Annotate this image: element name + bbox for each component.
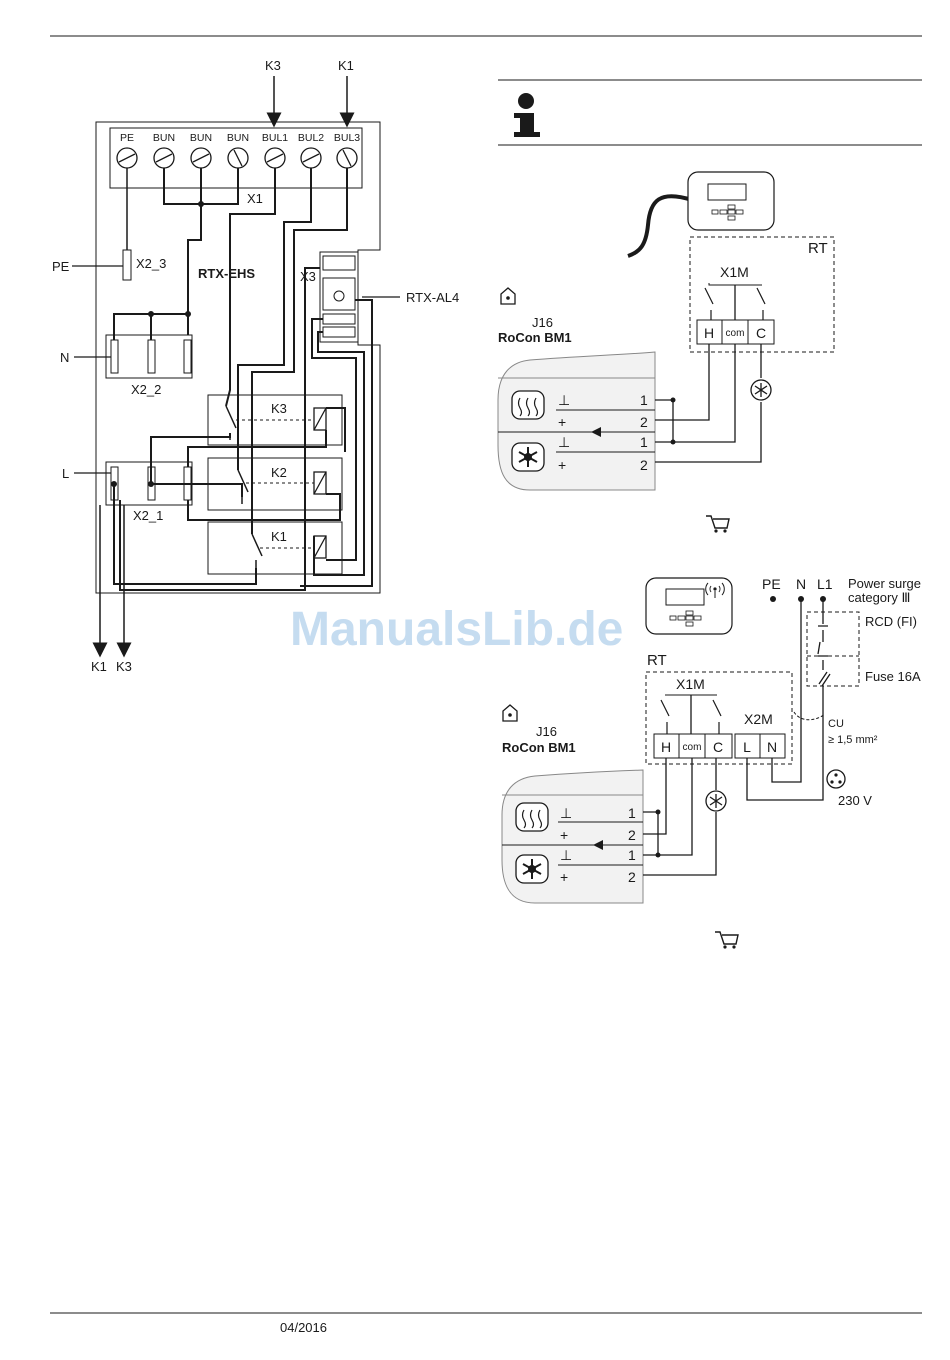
- row-2-number: 2: [640, 414, 648, 430]
- row-1-number: 1: [640, 392, 648, 408]
- home-icon: [501, 288, 515, 304]
- upper-right-diagram: RT X1M H com C J16 RoCon BM1: [498, 172, 834, 533]
- output-arrow-k1-label: K1: [91, 659, 107, 674]
- terminal-bun-2-label: BUN: [190, 132, 212, 144]
- terminal-pe-label: PE: [120, 132, 134, 144]
- terminal-bul2-label: BUL2: [298, 132, 324, 144]
- footer-date: 04/2016: [280, 1320, 327, 1335]
- row-3-symbol-2: ⊥: [560, 847, 572, 863]
- row-3-number-2: 1: [628, 847, 636, 863]
- row-2-symbol: +: [558, 414, 566, 430]
- cooling-icon-2: [516, 855, 548, 883]
- row-2-symbol-2: +: [560, 827, 568, 843]
- cu-label: CU: [828, 718, 844, 730]
- rcd-label: RCD (FI): [865, 614, 917, 629]
- surge-line-2: category Ⅲ: [848, 590, 910, 605]
- watermark: ManualsLib.de: [290, 603, 623, 656]
- terminal-bun-1-label: BUN: [153, 132, 175, 144]
- cart-icon-2: [715, 932, 738, 949]
- terminal-l: L: [743, 739, 751, 755]
- heating-icon: [512, 391, 544, 419]
- surge-line-1: Power surge: [848, 576, 921, 591]
- row-4-symbol-2: +: [560, 869, 568, 885]
- supply-l1: L1: [817, 576, 833, 592]
- row-3-number: 1: [640, 434, 648, 450]
- supply-n: N: [796, 576, 806, 592]
- rtx-al4-label: RTX-AL4: [406, 290, 459, 305]
- terminal-c-1: C: [756, 325, 766, 341]
- relay-k3-label: K3: [271, 401, 287, 416]
- row-4-number-2: 2: [628, 869, 636, 885]
- heating-icon-2: [516, 803, 548, 831]
- cu-size-label: ≥ 1,5 mm²: [828, 734, 878, 746]
- x2-2-label: X2_2: [131, 382, 161, 397]
- info-note-box: [498, 80, 922, 145]
- terminal-c-2: C: [713, 739, 723, 755]
- socket-icon: [827, 770, 845, 788]
- input-arrow-k1-label: K1: [338, 58, 354, 73]
- fuse-label: Fuse 16A: [865, 669, 921, 684]
- side-label-n: N: [60, 350, 69, 365]
- terminal-com-1: com: [726, 328, 745, 339]
- cooling-wire-icon: [751, 380, 771, 400]
- terminal-h-1: H: [704, 325, 714, 341]
- row-1-symbol-2: ⊥: [560, 805, 572, 821]
- side-label-l: L: [62, 466, 69, 481]
- home-icon-2: [503, 705, 517, 721]
- x1m-label-2: X1M: [676, 676, 705, 692]
- relay-k2-label: K2: [271, 465, 287, 480]
- input-arrow-k3-label: K3: [265, 58, 281, 73]
- terminal-com-2: com: [683, 742, 702, 753]
- rt-label-1: RT: [808, 240, 828, 257]
- thermostat-device-2: [646, 578, 732, 634]
- row-4-number: 2: [640, 457, 648, 473]
- strip-x1-label: X1: [247, 191, 263, 206]
- terminal-bul3-label: BUL3: [334, 132, 360, 144]
- row-3-symbol: ⊥: [558, 434, 570, 450]
- cooling-icon: [512, 443, 544, 471]
- supply-pe: PE: [762, 576, 781, 592]
- row-1-symbol: ⊥: [558, 392, 570, 408]
- terminal-n: N: [767, 739, 777, 755]
- terminal-bun-3-label: BUN: [227, 132, 249, 144]
- x1m-label-1: X1M: [720, 264, 749, 280]
- j16-label-2: J16: [536, 724, 557, 739]
- rocon-label-1: RoCon BM1: [498, 330, 572, 345]
- info-icon: [514, 93, 540, 137]
- row-4-symbol: +: [558, 457, 566, 473]
- rocon-label-2: RoCon BM1: [502, 740, 576, 755]
- voltage-label: 230 V: [838, 793, 872, 808]
- x2-3-label: X2_3: [136, 256, 166, 271]
- left-wiring-diagram: K3 K1 PE BUN BUN BUN BUL1 BUL2 BUL3 X1: [52, 58, 459, 674]
- terminal-bul1-label: BUL1: [262, 132, 288, 144]
- cart-icon: [706, 516, 729, 533]
- side-label-pe: PE: [52, 259, 70, 274]
- x3-label: X3: [300, 269, 316, 284]
- cooling-wire-icon-2: [706, 791, 726, 811]
- terminal-h-2: H: [661, 739, 671, 755]
- x2m-label: X2M: [744, 711, 773, 727]
- thermostat-device-1: [628, 172, 774, 256]
- j16-label-1: J16: [532, 315, 553, 330]
- x2-1-label: X2_1: [133, 508, 163, 523]
- row-1-number-2: 1: [628, 805, 636, 821]
- relay-k1-label: K1: [271, 529, 287, 544]
- output-arrow-k3-label: K3: [116, 659, 132, 674]
- row-2-number-2: 2: [628, 827, 636, 843]
- board-rtx-ehs-label: RTX-EHS: [198, 266, 255, 281]
- rt-label-2: RT: [647, 652, 667, 669]
